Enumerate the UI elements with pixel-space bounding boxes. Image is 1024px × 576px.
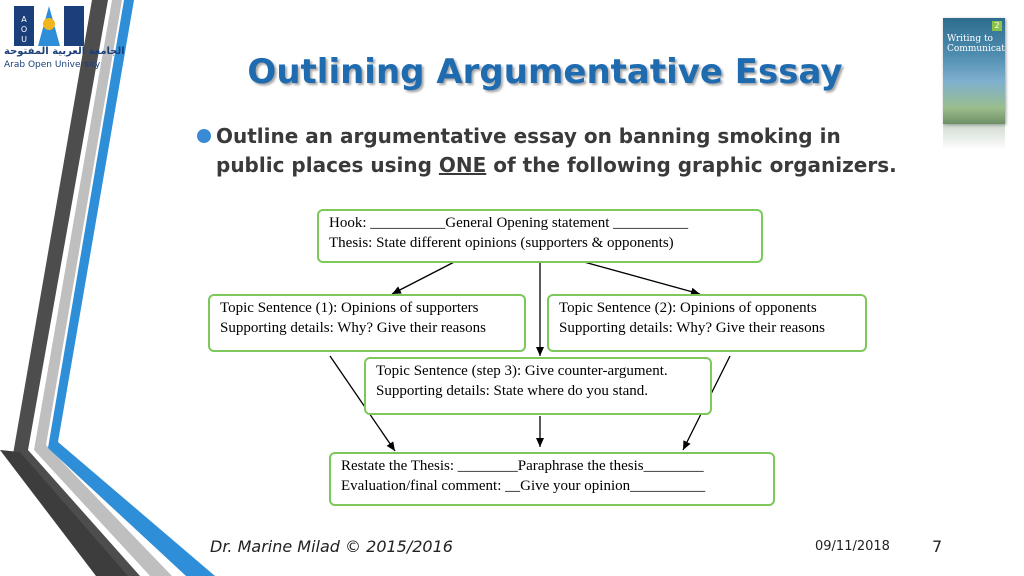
instruction-part1: Outline an argumentative essay on bannin… <box>216 124 841 177</box>
body-middle-topic-line: Topic Sentence (step 3): Give counter-ar… <box>376 363 668 379</box>
body-left-box: Topic Sentence (1): Opinions of supporte… <box>208 294 526 352</box>
book-volume-badge: 2 <box>992 21 1002 31</box>
book-title: Writing to Communicate <box>947 34 1005 54</box>
page-number: 7 <box>932 537 943 556</box>
decorative-stripes <box>0 0 215 576</box>
stripe-blue <box>48 0 215 576</box>
conclusion-box: Restate the Thesis: ________Paraphrase t… <box>329 452 775 506</box>
body-left-topic-line: Topic Sentence (1): Opinions of supporte… <box>220 300 479 316</box>
intro-hook-line: Hook: __________General Opening statemen… <box>329 215 689 231</box>
conclusion-evaluation-line: Evaluation/final comment: __Give your op… <box>341 478 706 494</box>
footer-author: Dr. Marine Milad © 2015/2016 <box>210 537 453 556</box>
arrow-intro-to-right <box>583 261 701 296</box>
stripe-dark <box>12 0 140 576</box>
body-middle-box: Topic Sentence (step 3): Give counter-ar… <box>364 357 712 415</box>
body-right-box: Topic Sentence (2): Opinions of opponent… <box>547 294 867 352</box>
body-right-topic-line: Topic Sentence (2): Opinions of opponent… <box>559 300 817 316</box>
intro-thesis-line: Thesis: State different opinions (suppor… <box>329 235 674 251</box>
university-logo: A O U الجامعة العربية المفتوحة Arab Open… <box>4 2 125 74</box>
logo-english-name: Arab Open University <box>4 60 101 70</box>
body-middle-details-line: Supporting details: State where do you s… <box>376 383 649 399</box>
instruction-emphasis: ONE <box>438 153 487 177</box>
body-left-details-line: Supporting details: Why? Give their reas… <box>220 320 486 336</box>
conclusion-restate-line: Restate the Thesis: ________Paraphrase t… <box>341 458 704 474</box>
arrow-intro-to-left <box>391 257 463 295</box>
instruction-part2: of the following graphic organizers. <box>486 153 897 177</box>
body-right-details-line: Supporting details: Why? Give their reas… <box>559 320 825 336</box>
footer-date: 09/11/2018 <box>815 539 890 554</box>
svg-text:U: U <box>21 35 27 44</box>
bullet-dot-icon <box>197 129 211 143</box>
slide-title: Outlining Argumentative Essay <box>247 52 843 92</box>
svg-text:O: O <box>21 25 27 34</box>
logo-arabic-name: الجامعة العربية المفتوحة <box>4 46 125 57</box>
svg-text:A: A <box>21 15 27 24</box>
instruction-text: Outline an argumentative essay on bannin… <box>216 122 906 180</box>
stripe-bottom-dark <box>0 450 128 576</box>
intro-box: Hook: __________General Opening statemen… <box>317 209 763 263</box>
logo-mark-icon: A O U <box>14 6 84 46</box>
book-cover-image: 2 Writing to Communicate <box>943 18 1005 124</box>
book-reflection <box>943 124 1005 150</box>
